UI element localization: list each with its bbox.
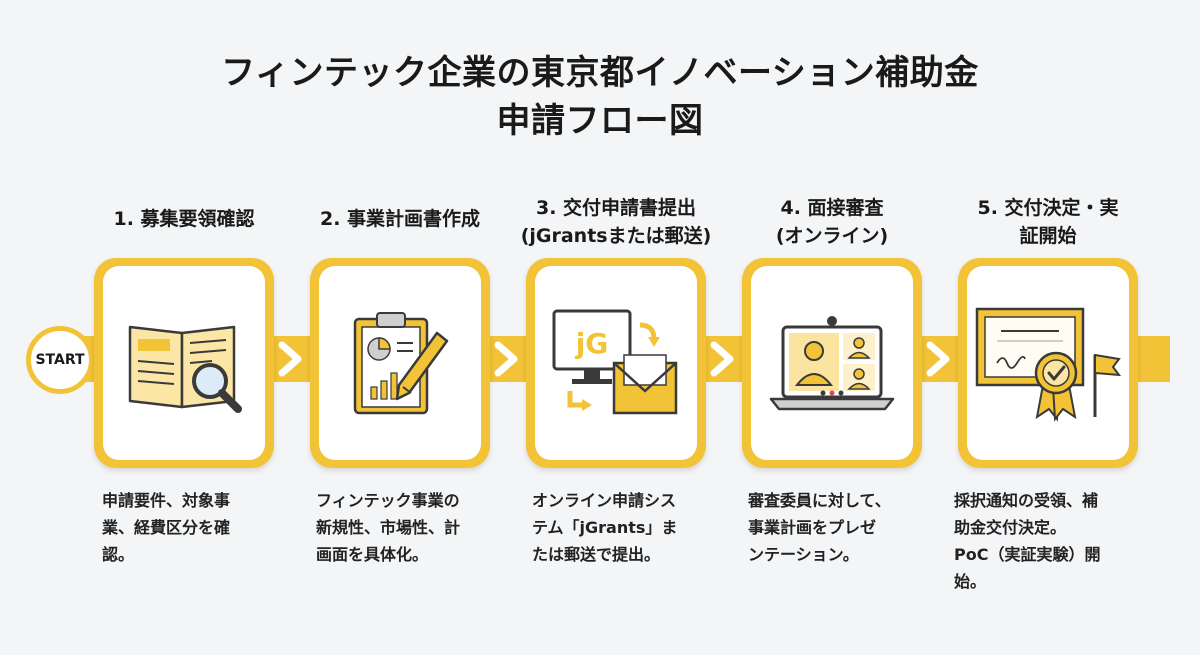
open-book-magnifier-icon [128, 325, 242, 413]
start-badge: START [26, 326, 94, 394]
step-4-label: 4. 面接審査 (オンライン) [732, 194, 932, 250]
step-label-line: 1. 募集要領確認 [113, 208, 255, 230]
step-label-line: 5. 交付決定・実 [977, 197, 1119, 219]
step-1-label: 1. 募集要領確認 [84, 205, 284, 233]
clipboard-chart-pencil-icon [353, 312, 449, 415]
step-5-card [958, 258, 1138, 468]
jgrants-logo-text: jG [575, 327, 609, 360]
desc-line: テム「jGrants」ま [532, 518, 678, 537]
desc-line: 認。 [102, 545, 135, 564]
desc-line: PoC（実証実験）開 [954, 545, 1101, 564]
desc-line: 助金交付決定。 [954, 518, 1067, 537]
desc-line: 新規性、市場性、計 [316, 518, 461, 537]
step-label-line: (jGrantsまたは郵送) [520, 225, 712, 247]
step-3-label: 3. 交付申請書提出 (jGrantsまたは郵送) [516, 194, 716, 250]
desc-line: 画面を具体化。 [316, 545, 429, 564]
step-label-line: 4. 面接審査 [780, 197, 884, 219]
step-1-description: 申請要件、対象事 業、経費区分を確 認。 [102, 487, 292, 568]
step-2-label: 2. 事業計画書作成 [300, 205, 500, 233]
step-label-line: 3. 交付申請書提出 [535, 197, 697, 219]
desc-line: 事業計画をプレゼ [748, 518, 877, 537]
desc-line: たは郵送で提出。 [532, 545, 661, 564]
desc-line: 始。 [954, 572, 987, 591]
step-5-label: 5. 交付決定・実 証開始 [948, 194, 1148, 250]
page-title-line-2: 申請フロー図 [496, 101, 704, 141]
arrow-right-icon [918, 336, 962, 382]
desc-line: フィンテック事業の [316, 491, 460, 510]
desc-line: オンライン申請シス [532, 491, 677, 510]
step-5-description: 採択通知の受領、補 助金交付決定。 PoC（実証実験）開 始。 [954, 487, 1144, 595]
step-label-line: (オンライン) [775, 225, 889, 247]
desc-line: 採択通知の受領、補 [954, 491, 1099, 510]
desc-line: ンテーション。 [748, 545, 859, 564]
jgrants-monitor-envelope-icon: jG [552, 309, 678, 415]
arrow-right-icon [702, 336, 746, 382]
step-3-description: オンライン申請シス テム「jGrants」ま たは郵送で提出。 [532, 487, 722, 568]
laptop-video-call-icon [769, 316, 895, 411]
step-2-description: フィンテック事業の 新規性、市場性、計 画面を具体化。 [316, 487, 506, 568]
desc-line: 申請要件、対象事 [102, 491, 231, 510]
step-4-card [742, 258, 922, 468]
certificate-award-flag-icon [975, 307, 1122, 422]
step-label-line: 証開始 [1019, 225, 1077, 247]
desc-line: 業、経費区分を確 [102, 518, 231, 537]
step-4-description: 審査委員に対して、 事業計画をプレゼ ンテーション。 [748, 487, 938, 568]
step-1-card [94, 258, 274, 468]
step-label-line: 2. 事業計画書作成 [319, 208, 481, 230]
arrow-right-icon [270, 336, 314, 382]
desc-line: 審査委員に対して、 [748, 491, 891, 510]
step-3-card: jG [526, 258, 706, 468]
step-2-card [310, 258, 490, 468]
page-title-line-1: フィンテック企業の東京都イノベーション補助金 [221, 53, 979, 93]
arrow-right-icon [486, 336, 530, 382]
